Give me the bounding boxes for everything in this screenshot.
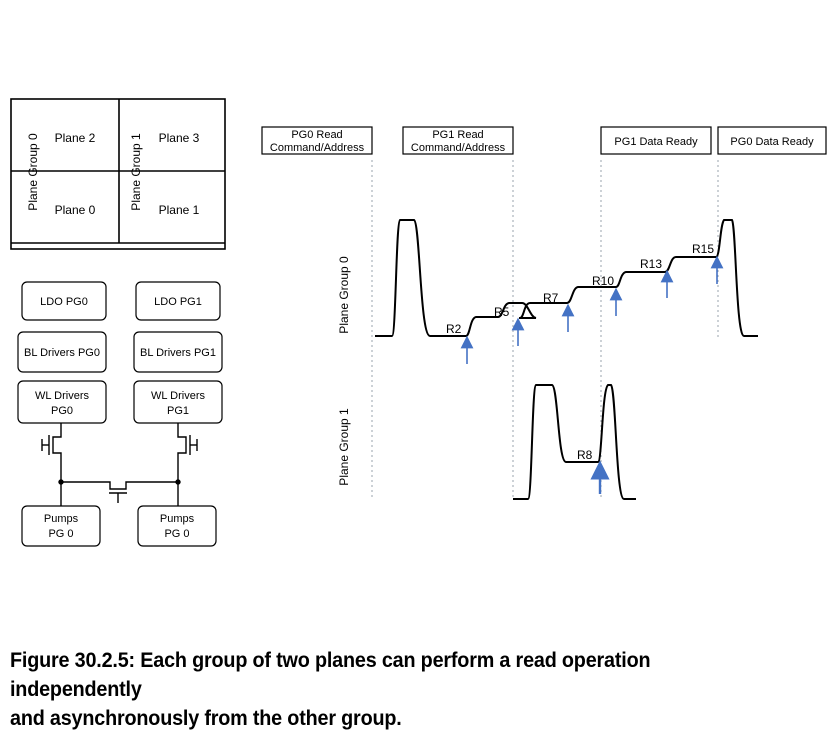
caption-line-2: and asynchronously from the other group. bbox=[10, 706, 402, 730]
timing-row-plane-group-0: Plane Group 0 bbox=[337, 256, 351, 334]
ldo-pg0-box bbox=[21, 281, 107, 321]
timing-row-plane-group-1: Plane Group 1 bbox=[337, 408, 351, 486]
level-r7: R7 bbox=[543, 291, 559, 305]
pg0-read-command-box bbox=[261, 126, 373, 155]
shared-bridge-transistor bbox=[61, 481, 178, 503]
pg1-data-ready-box bbox=[600, 126, 712, 155]
level-r10: R10 bbox=[592, 274, 614, 288]
bl-drivers-pg1-box bbox=[133, 331, 223, 373]
wl-drivers-pg0-box bbox=[17, 380, 107, 424]
pumps-left-line1: Pumps bbox=[44, 513, 79, 525]
ldo-pg0-label: LDO PG0 bbox=[40, 296, 88, 308]
sense-arrows bbox=[460, 255, 724, 494]
pumps-left-line2: PG 0 bbox=[48, 528, 73, 540]
pumps-right-box bbox=[137, 505, 217, 547]
plane-0-label: Plane 0 bbox=[55, 203, 96, 217]
wl-drivers-pg1-line1: WL Drivers bbox=[151, 390, 205, 402]
right-pass-transistor bbox=[177, 423, 198, 482]
wl-drivers-pg0-line1: WL Drivers bbox=[35, 390, 89, 402]
pg1-data-ready-label: PG1 Data Ready bbox=[614, 136, 698, 148]
figure-canvas: Plane Group 0 Plane Group 1 Plane 2 Plan… bbox=[10, 98, 827, 547]
wl-drivers-pg0-line2: PG0 bbox=[51, 405, 73, 417]
pg1-read-line2: Command/Address bbox=[411, 142, 506, 154]
bl-drivers-pg0-box bbox=[17, 331, 107, 373]
pg0-waveform bbox=[375, 219, 758, 337]
plane-1-label: Plane 1 bbox=[159, 203, 200, 217]
caption-line-1: Figure 30.2.5: Each group of two planes … bbox=[10, 648, 651, 701]
pg0-read-line2: Command/Address bbox=[270, 142, 365, 154]
plane-2-label: Plane 2 bbox=[55, 131, 96, 145]
pg0-data-ready-label: PG0 Data Ready bbox=[730, 136, 814, 148]
event-boxes: PG0 Read Command/Address PG1 Read Comman… bbox=[261, 126, 827, 155]
ldo-pg1-box bbox=[135, 281, 221, 321]
plane-array: Plane Group 0 Plane Group 1 Plane 2 Plan… bbox=[10, 98, 226, 250]
time-markers bbox=[371, 160, 719, 500]
left-junction bbox=[58, 479, 64, 485]
level-r13: R13 bbox=[640, 257, 662, 271]
circuit-blocks: LDO PG0 LDO PG1 BL Drivers PG0 BL Driver… bbox=[17, 281, 223, 547]
pg1-read-line1: PG1 Read bbox=[432, 129, 483, 141]
right-junction bbox=[175, 479, 181, 485]
bl-drivers-pg0-label: BL Drivers PG0 bbox=[24, 347, 100, 359]
level-r2: R2 bbox=[446, 322, 462, 336]
level-r8: R8 bbox=[577, 448, 593, 462]
level-r15: R15 bbox=[692, 242, 714, 256]
pumps-left-box bbox=[21, 505, 101, 547]
wl-drivers-pg1-line2: PG1 bbox=[167, 405, 189, 417]
pg1-read-command-box bbox=[402, 126, 514, 155]
plane-array-outer-box bbox=[10, 98, 226, 250]
plane-group-1-label: Plane Group 1 bbox=[129, 133, 143, 211]
switch-transistors bbox=[41, 423, 198, 506]
ldo-pg1-label: LDO PG1 bbox=[154, 296, 202, 308]
figure-caption: Figure 30.2.5: Each group of two planes … bbox=[10, 646, 764, 733]
pumps-right-line1: Pumps bbox=[160, 513, 195, 525]
pg1-waveform bbox=[513, 384, 636, 500]
level-labels: R2 R5 R7 R10 R13 R15 R8 bbox=[446, 242, 714, 462]
left-pass-transistor bbox=[41, 423, 62, 482]
bl-drivers-pg1-label: BL Drivers PG1 bbox=[140, 347, 216, 359]
level-r5: R5 bbox=[494, 305, 510, 319]
pg0-read-line1: PG0 Read bbox=[291, 129, 342, 141]
plane-group-0-label: Plane Group 0 bbox=[26, 133, 40, 211]
pumps-right-line2: PG 0 bbox=[164, 528, 189, 540]
plane-3-label: Plane 3 bbox=[159, 131, 200, 145]
pg0-data-ready-box bbox=[717, 126, 827, 155]
